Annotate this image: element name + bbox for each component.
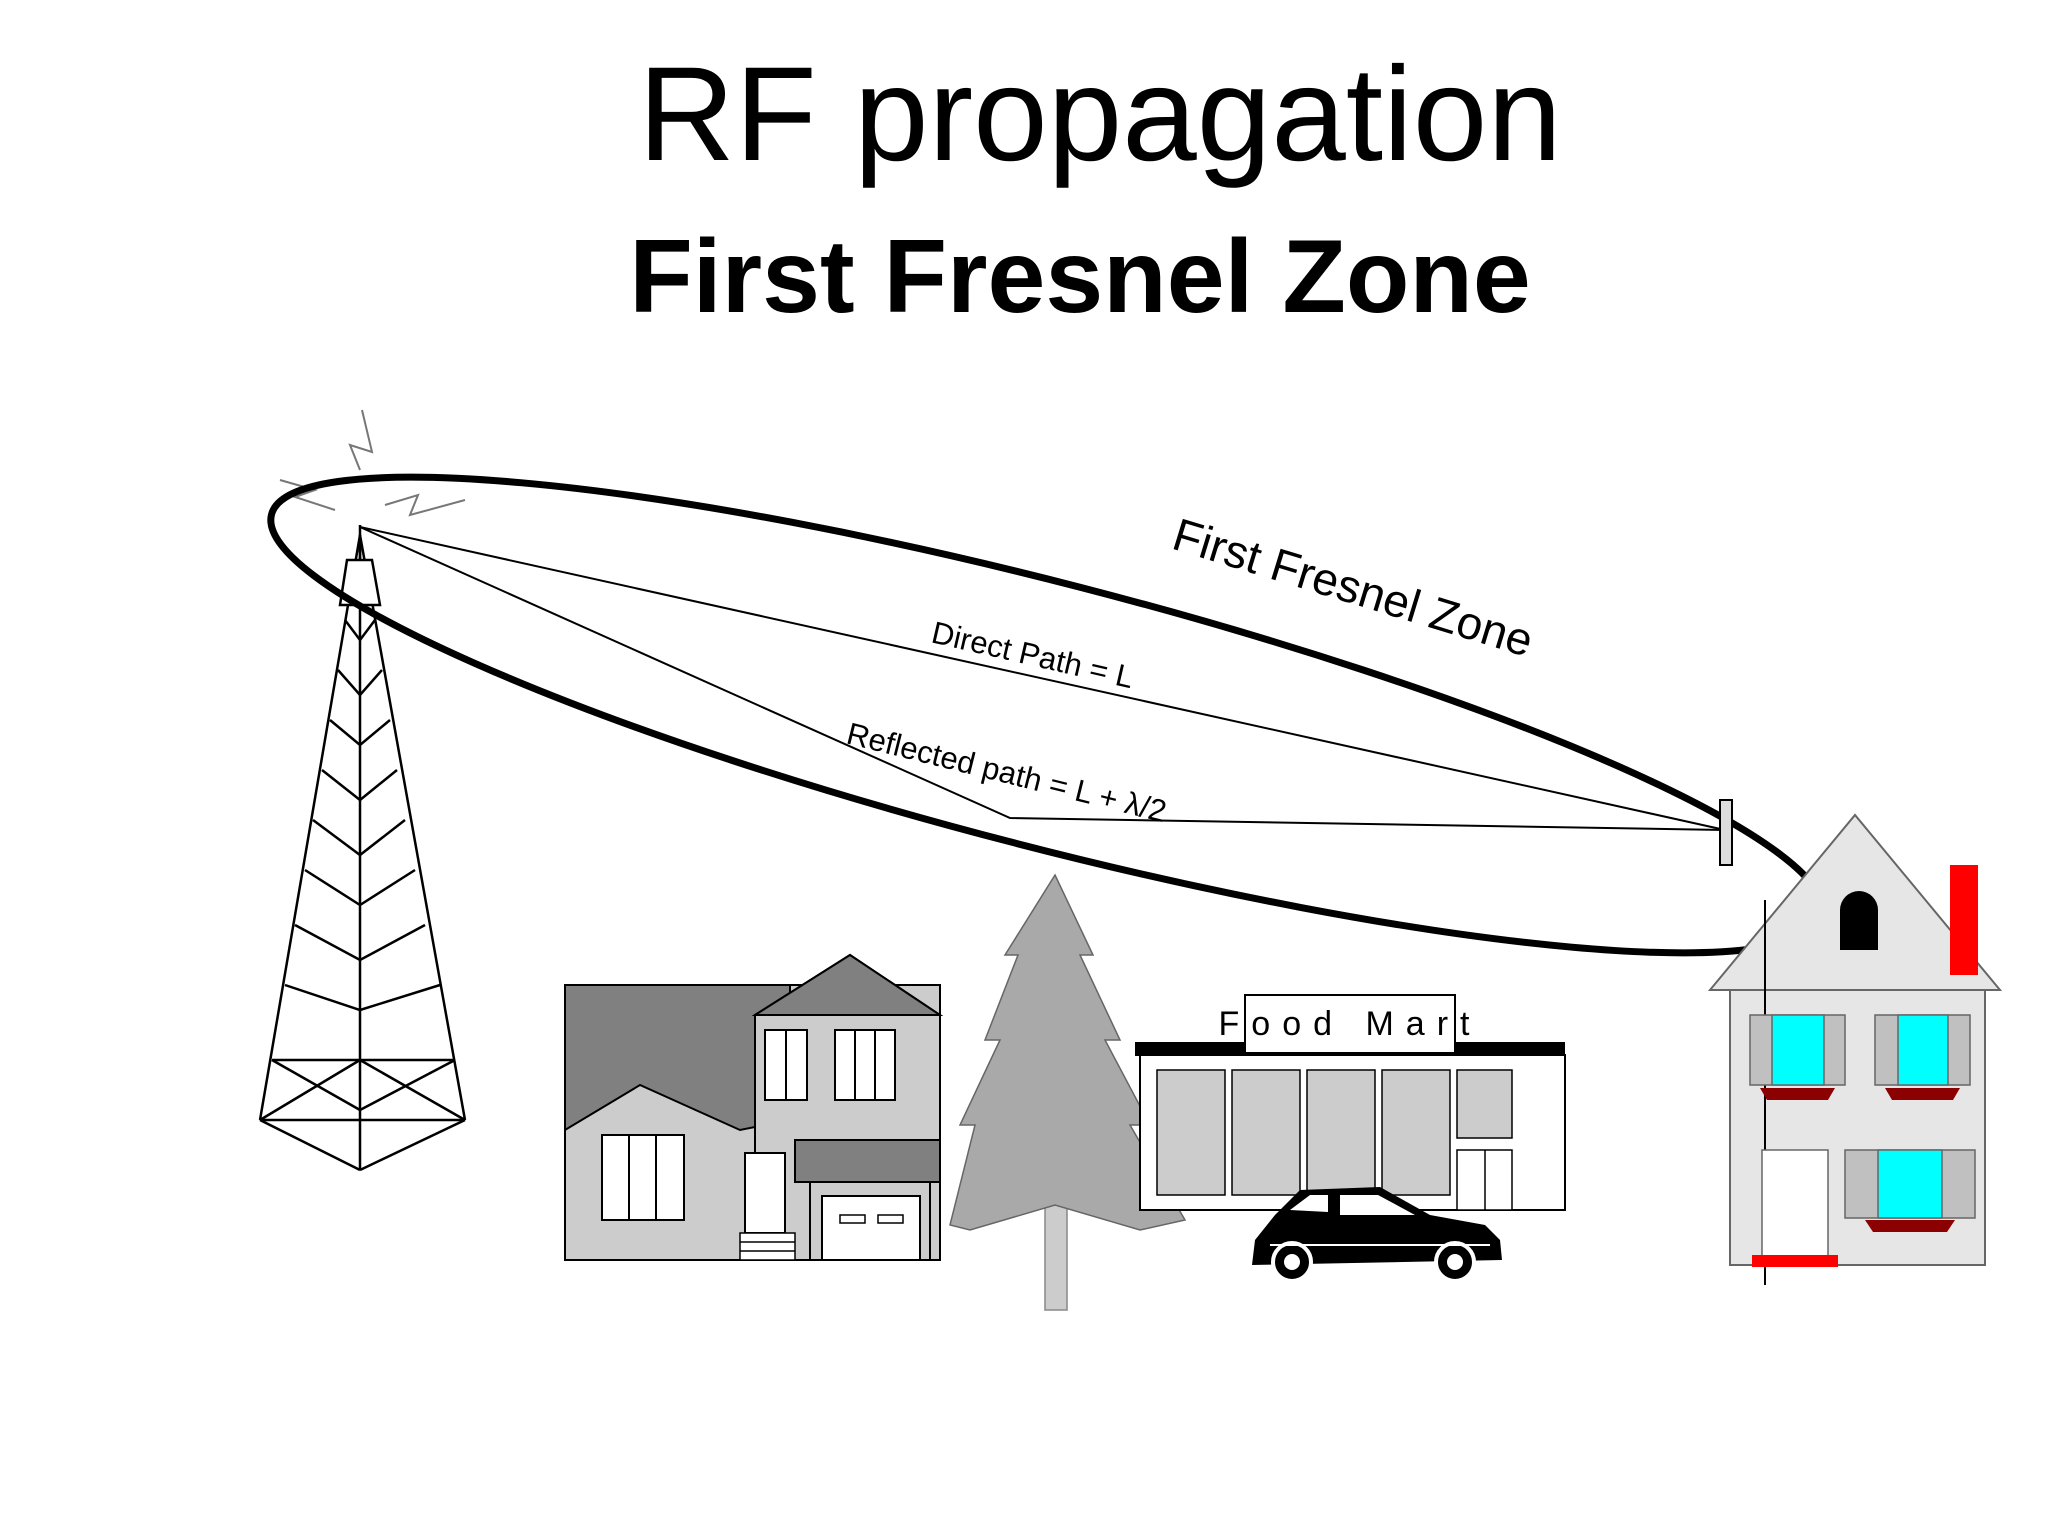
- store-icon: Food Mart: [1135, 994, 1566, 1211]
- direct-path-label: Direct Path = L: [928, 615, 1137, 695]
- direct-path-line: [359, 526, 1726, 831]
- car-icon: [1252, 1187, 1502, 1283]
- store-sign-text: Food Mart: [1219, 1005, 1482, 1043]
- page-title: RF propagation: [638, 40, 1562, 189]
- suburban-house-icon: [564, 953, 944, 1261]
- tree-icon: [949, 873, 1187, 1311]
- propagation-paths: [359, 526, 1726, 831]
- radio-tower-icon: [258, 525, 467, 1172]
- antenna-icon: [1719, 799, 1733, 866]
- house-icon: [1707, 813, 2003, 1285]
- page-subtitle: First Fresnel Zone: [629, 219, 1531, 335]
- signal-waves-icon: [279, 409, 466, 517]
- reflected-path-line: [359, 526, 1726, 831]
- fresnel-zone-label: First Fresnel Zone: [1167, 508, 1539, 667]
